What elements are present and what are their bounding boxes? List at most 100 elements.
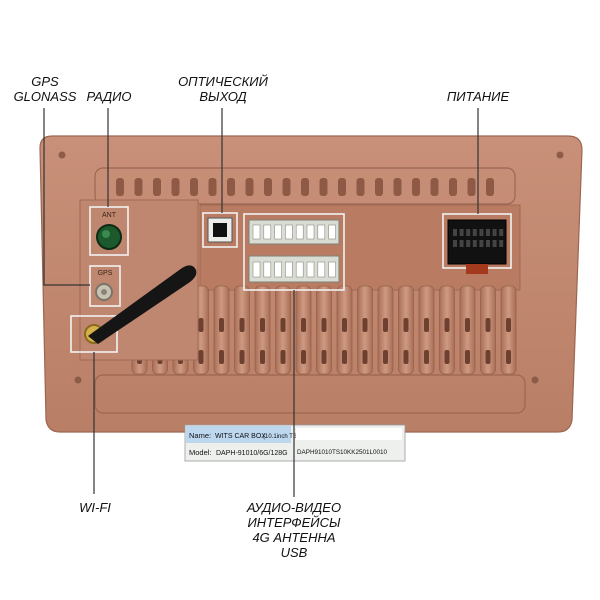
callout-gps: GPS GLONASS (13, 74, 77, 104)
callout-radio: РАДИО (86, 89, 132, 104)
gps-marking: GPS (98, 270, 113, 277)
callout-wifi: WI-FI (79, 500, 111, 515)
vent-slot (190, 178, 198, 196)
fin-slot (219, 350, 224, 364)
fin-slot (465, 350, 470, 364)
av-pin (328, 261, 336, 278)
power-pin (479, 240, 484, 247)
vent-slot (227, 178, 235, 196)
gps-port-highlight (89, 265, 121, 307)
sticker-name-row (186, 426, 291, 443)
fin-slot (362, 350, 368, 364)
fin-slot (219, 318, 224, 332)
vent-slot (486, 178, 494, 196)
power-pin (466, 229, 471, 236)
sticker-name-value: WITS CAR BOX (215, 433, 266, 440)
callout-lines (43, 108, 479, 497)
av-pin (274, 261, 282, 278)
av-pin (274, 224, 282, 240)
fin-slot (342, 318, 347, 332)
bottom-vent-frame (94, 374, 526, 414)
radio-port[interactable] (96, 224, 122, 250)
power-pin (472, 240, 477, 247)
vent-slot (208, 178, 217, 196)
vent-slot (412, 178, 420, 196)
fin-slot (506, 318, 511, 332)
av-pin (306, 261, 315, 278)
sticker-serial: DAPH91010TS10KK2501L0010 (297, 449, 387, 456)
vent-slot (245, 178, 254, 196)
av-pin (263, 224, 272, 240)
vent-slot (393, 178, 402, 196)
screw (58, 151, 66, 159)
fin-slot (485, 350, 491, 364)
av-connector-bottom[interactable] (248, 255, 340, 283)
callout-av: АУДИО-ВИДЕО ИНТЕРФЕЙСЫ 4G АНТЕННА USB (246, 500, 342, 560)
fin-slot (362, 318, 368, 332)
fin-slot (239, 318, 245, 332)
power-pin (459, 229, 464, 236)
vent-slot (467, 178, 476, 196)
top-vent-slots (116, 178, 494, 196)
vent-slot (449, 178, 457, 196)
vent-slot (116, 178, 124, 196)
optical-port-highlight (202, 212, 238, 248)
gps-port-center (101, 289, 107, 295)
radio-port-center (102, 230, 110, 238)
av-connector-top[interactable] (248, 219, 340, 245)
power-connector-latch (466, 264, 488, 274)
fin-slot (403, 350, 409, 364)
vent-slot (319, 178, 328, 196)
vent-slot (153, 178, 161, 196)
vent-slot (264, 178, 272, 196)
fin-slot (403, 318, 409, 332)
vent-slot (134, 178, 143, 196)
vent-slot (356, 178, 365, 196)
fin-slot (444, 318, 450, 332)
power-pin (459, 240, 464, 247)
av-pin (295, 261, 304, 278)
power-pin (453, 240, 457, 247)
power-pin (499, 240, 504, 247)
power-connector-pins (453, 229, 504, 274)
av-pin (295, 224, 304, 240)
screw (531, 376, 539, 384)
power-pin (466, 240, 471, 247)
av-connector-pins (252, 224, 336, 278)
fin-slot (301, 350, 306, 364)
power-pin (492, 229, 497, 236)
fin-slot (424, 318, 429, 332)
av-pin (317, 224, 326, 240)
heatsink-fins (131, 285, 517, 375)
power-pin (499, 229, 504, 236)
av-pin (306, 224, 315, 240)
sticker-model-value: DAPH-91010/6G/128G (216, 450, 288, 457)
power-pin (472, 229, 477, 236)
fin-slot (301, 318, 306, 332)
fin-slot (506, 350, 511, 364)
vent-slot (375, 178, 383, 196)
fin-slot (383, 350, 388, 364)
av-pin (252, 224, 261, 240)
vent-slot (301, 178, 309, 196)
radio-port-highlight (89, 206, 129, 256)
wifi-antenna-icon[interactable] (88, 265, 197, 344)
fin-slot (383, 318, 388, 332)
fin-slot (239, 350, 245, 364)
fin-slot (321, 350, 327, 364)
sticker-spec-value: (10.1inch TS10 10.0) (263, 434, 319, 440)
fin-slot (321, 318, 327, 332)
power-pin (453, 229, 457, 236)
av-pin (285, 261, 293, 278)
av-pin (252, 261, 261, 278)
fin-slot (444, 350, 450, 364)
power-pin (486, 229, 490, 236)
screw (556, 151, 564, 159)
fin-slot (424, 350, 429, 364)
vent-slot (282, 178, 291, 196)
av-pin (263, 261, 272, 278)
fin-slot (280, 318, 286, 332)
vent-slot (430, 178, 439, 196)
